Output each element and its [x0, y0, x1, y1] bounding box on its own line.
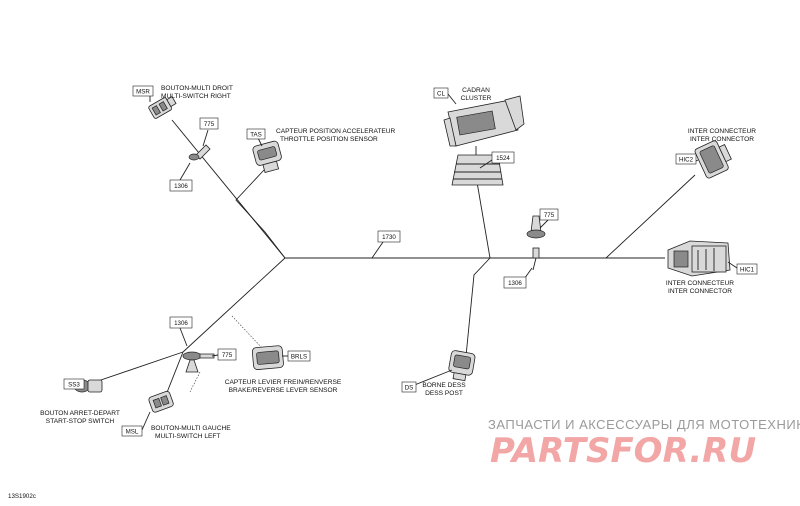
tag-msl: MSL — [126, 429, 139, 436]
part-1306-a: 1306 — [174, 183, 188, 190]
part-number-boxes: 775 1306 1730 1524 775 1306 1306 775 — [169, 117, 559, 361]
tag-ss3: SS3 — [68, 382, 80, 389]
brls-connector-icon — [251, 345, 284, 370]
label-cl-fr: CADRAN — [462, 87, 490, 94]
part-1730: 1730 — [382, 234, 396, 241]
hic2-connector-icon — [694, 140, 732, 179]
clip-775-b-icon — [526, 215, 546, 259]
tas-connector-icon — [252, 140, 282, 173]
part-775-c: 775 — [222, 352, 233, 359]
label-cl-en: CLUSTER — [461, 95, 492, 102]
part-1524: 1524 — [496, 155, 510, 162]
watermark-logo: PARTSFOR.RU — [490, 431, 756, 471]
part-775-a: 775 — [204, 121, 215, 128]
harness-wires — [94, 119, 696, 401]
label-brls-en: BRAKE/REVERSE LEVER SENSOR — [229, 387, 338, 394]
tag-hic1: HIC1 — [740, 267, 755, 274]
msl-connector-icon — [148, 390, 174, 413]
label-msr-en: MULTI-SWITCH RIGHT — [161, 93, 231, 100]
tag-cl: CL — [437, 91, 445, 98]
label-tas-en: THROTTLE POSITION SENSOR — [280, 136, 378, 143]
tag-msr: MSR — [136, 89, 150, 96]
label-ds-en: DESS POST — [425, 390, 463, 397]
part-1306-c: 1306 — [174, 320, 188, 327]
label-ss3-fr: BOUTON ARRET-DEPART — [40, 410, 120, 417]
tag-brls: BRLS — [291, 354, 307, 361]
label-hic2-en: INTER CONNECTOR — [690, 136, 754, 143]
label-msl-en: MULTI-SWITCH LEFT — [155, 433, 220, 440]
component-labels: BOUTON-MULTI DROIT MULTI-SWITCH RIGHT CA… — [40, 85, 756, 440]
msr-connector-icon — [148, 96, 177, 119]
label-ds-fr: BORNE DESS — [422, 382, 466, 389]
dess-post-icon — [448, 350, 476, 382]
label-msl-fr: BOUTON-MULTI GAUCHE — [151, 425, 231, 432]
label-hic1-fr: INTER CONNECTEUR — [666, 280, 734, 287]
hic1-connector-icon — [667, 240, 731, 277]
label-hic1-en: INTER CONNECTOR — [668, 288, 732, 295]
label-ss3-en: START-STOP SWITCH — [46, 418, 115, 425]
label-tas-fr: CAPTEUR POSITION ACCELERATEUR — [276, 128, 396, 135]
tag-tas: TAS — [250, 132, 262, 139]
watermark-tagline: ЗАПЧАСТИ И АКСЕССУАРЫ ДЛЯ МОТОТЕХНИКИ — [488, 417, 800, 432]
cluster-icon — [443, 95, 525, 186]
part-775-b: 775 — [544, 212, 555, 219]
part-1306-b: 1306 — [508, 280, 522, 287]
label-msr-fr: BOUTON-MULTI DROIT — [161, 85, 233, 92]
label-brls-fr: CAPTEUR LEVIER FREIN/RENVERSE — [225, 379, 342, 386]
clip-775-a-icon — [188, 144, 211, 161]
diagram-id: 13S1902c — [8, 493, 36, 500]
clip-775-c-icon — [182, 351, 215, 373]
tag-hic2: HIC2 — [679, 157, 694, 164]
component-tags: MSR TAS CL HIC2 HIC1 SS3 MSL BRLS DS — [63, 85, 758, 437]
tag-ds: DS — [405, 385, 414, 392]
leader-lines — [80, 93, 738, 431]
watermark: ЗАПЧАСТИ И АКСЕССУАРЫ ДЛЯ МОТОТЕХНИКИ PA… — [488, 417, 800, 471]
label-hic2-fr: INTER CONNECTEUR — [688, 128, 756, 135]
